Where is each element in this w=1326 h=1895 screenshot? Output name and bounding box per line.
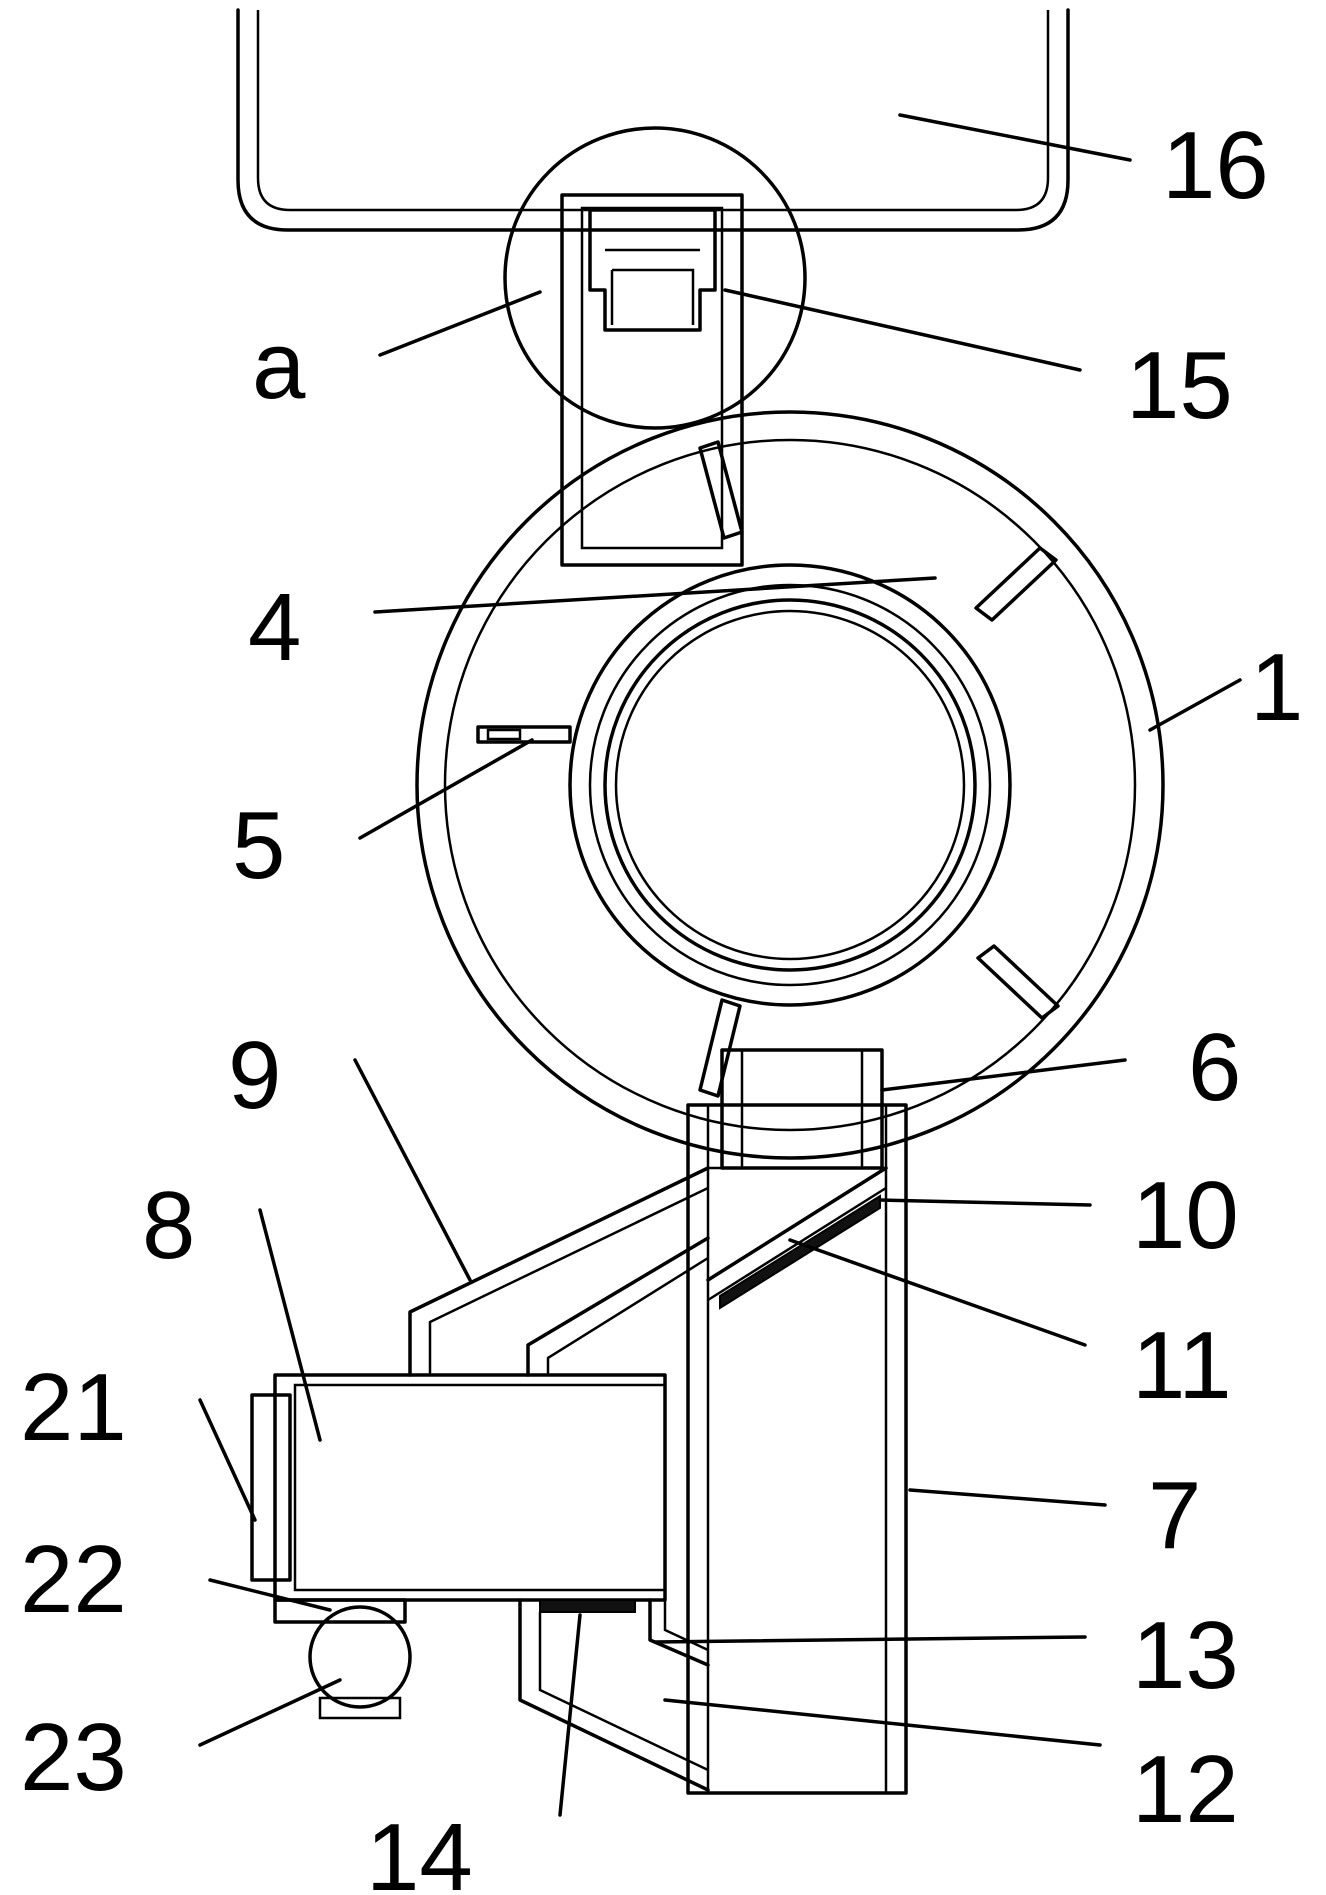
label-15: 15 (1126, 332, 1233, 439)
label-10: 10 (1132, 1162, 1239, 1269)
part-9-pipes (408, 1166, 710, 1377)
label-22: 22 (20, 1526, 127, 1633)
part-22-bracket (273, 1598, 407, 1624)
label-11: 11 (1132, 1312, 1232, 1419)
part-23-wheel (308, 1605, 412, 1709)
label-16: 16 (1162, 112, 1269, 219)
part-12-chute (518, 1598, 710, 1792)
label-1: 1 (1250, 634, 1303, 741)
part-21-side-plate (250, 1393, 292, 1582)
leader-lines (198, 113, 1242, 1817)
label-8: 8 (142, 1172, 195, 1279)
part-16-top-box (236, 8, 1070, 232)
label-9: 9 (228, 1022, 281, 1129)
part-15-connector (588, 208, 717, 332)
label-7: 7 (1148, 1462, 1201, 1569)
part-4-hub-outer (568, 563, 1012, 1007)
label-14: 14 (366, 1804, 473, 1895)
part-10-11-slide (706, 1166, 888, 1310)
part-1-outer-ring (415, 410, 1165, 1160)
label-21: 21 (20, 1354, 127, 1461)
part-5-blades (476, 440, 1060, 1098)
callout-labels: 16 a 15 4 1 5 9 6 8 10 11 21 7 22 13 23 … (20, 112, 1303, 1895)
part-8-box (273, 1373, 667, 1602)
detail-circle-a (503, 126, 807, 430)
label-5: 5 (232, 792, 285, 899)
part-4-hub-inner (603, 598, 977, 972)
label-6: 6 (1188, 1014, 1241, 1121)
label-a: a (252, 312, 306, 419)
label-13: 13 (1132, 1602, 1239, 1709)
part-13-nozzle (539, 1599, 636, 1613)
label-23: 23 (20, 1704, 127, 1811)
label-12: 12 (1132, 1736, 1239, 1843)
label-4: 4 (248, 574, 301, 681)
